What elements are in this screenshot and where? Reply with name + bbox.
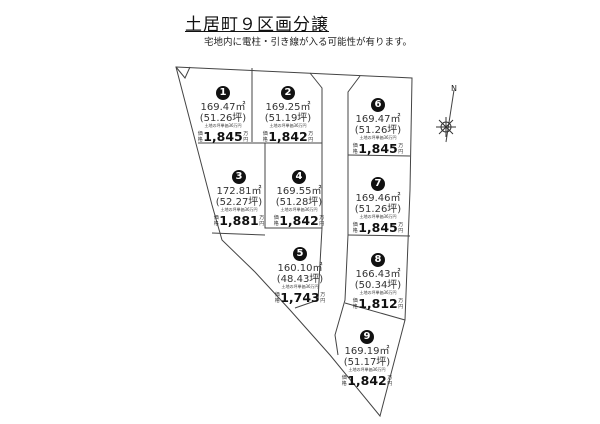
page-title: 土居町９区画分譲 <box>185 15 329 35</box>
lot-number: 4 <box>292 170 306 184</box>
north-label: N <box>451 84 457 93</box>
lot-price: 1,845 <box>203 129 243 145</box>
price-prefix: 価格 <box>213 214 219 227</box>
lot-tsubo: (51.28坪) <box>275 196 323 208</box>
lot-8-9-boundary <box>344 302 406 321</box>
lot-number: 9 <box>360 330 374 344</box>
lot-1[interactable]: 1 169.47㎡ (51.26坪) 土地の坪単価36万円 価格1,845万円 <box>183 82 263 145</box>
unit-price-note: 土地の坪単価36万円 <box>359 214 397 219</box>
lot-7[interactable]: 7 169.46㎡ (51.26坪) 土地の坪単価36万円 価格1,845万円 <box>338 173 418 236</box>
price-prefix: 価格 <box>197 130 203 143</box>
lot-area: 166.43㎡ <box>355 269 401 280</box>
lot-tsubo: (51.17坪) <box>343 356 391 368</box>
lot-number: 7 <box>371 177 385 191</box>
price-suffix: 万円 <box>398 221 404 234</box>
compass-icon <box>436 89 456 143</box>
price-prefix: 価格 <box>262 130 268 143</box>
lot-tsubo: (51.26坪) <box>354 124 402 136</box>
site-outline <box>175 66 413 418</box>
price-suffix: 万円 <box>320 291 326 304</box>
price-suffix: 万円 <box>259 214 265 227</box>
lot-area: 169.25㎡ <box>265 102 311 113</box>
lot-3-4-boundary <box>264 143 322 229</box>
lot-number: 3 <box>232 170 246 184</box>
lot-2[interactable]: 2 169.25㎡ (51.19坪) 土地の坪単価36万円 価格1,842万円 <box>248 82 328 145</box>
lot-tsubo: (48.43坪) <box>276 273 324 285</box>
lot-tsubo: (51.26坪) <box>354 203 402 215</box>
lot-price: 1,842 <box>347 373 387 389</box>
lot-area: 169.19㎡ <box>344 346 390 357</box>
price-prefix: 価格 <box>352 221 358 234</box>
lot-number: 1 <box>216 86 230 100</box>
lot-price: 1,845 <box>358 141 398 157</box>
lot-area: 169.47㎡ <box>200 102 246 113</box>
lot-3[interactable]: 3 172.81㎡ (52.27坪) 土地の坪単価36万円 価格1,881万円 <box>199 166 279 229</box>
price-suffix: 万円 <box>398 142 404 155</box>
lot-area: 169.55㎡ <box>276 186 322 197</box>
lot-3-5-boundary <box>211 232 266 236</box>
lot-area: 172.81㎡ <box>216 186 262 197</box>
lot-number: 5 <box>293 247 307 261</box>
lot-number: 8 <box>371 253 385 267</box>
price-prefix: 価格 <box>352 297 358 310</box>
road-left-edge <box>334 75 361 356</box>
price-suffix: 万円 <box>319 214 325 227</box>
price-suffix: 万円 <box>308 130 314 143</box>
unit-price-note: 土地の坪単価36万円 <box>359 290 397 295</box>
lot-price: 1,845 <box>358 220 398 236</box>
lot-number: 6 <box>371 98 385 112</box>
corner-mark <box>175 66 191 79</box>
utility-pole-note: 宅地内に電柱・引き線が入る可能性が有ります。 <box>204 37 413 48</box>
lot-price: 1,881 <box>219 213 259 229</box>
unit-price-note: 土地の坪単価36万円 <box>269 123 307 128</box>
unit-price-note: 土地の坪単価36万円 <box>204 123 242 128</box>
lot-tsubo: (50.34坪) <box>354 279 402 291</box>
price-suffix: 万円 <box>387 374 393 387</box>
lot-5[interactable]: 5 160.10㎡ (48.43坪) 土地の坪単価36万円 価格1,743万円 <box>260 243 340 306</box>
price-prefix: 価格 <box>273 214 279 227</box>
unit-price-note: 土地の坪単価36万円 <box>359 135 397 140</box>
price-prefix: 価格 <box>274 291 280 304</box>
lot-area: 160.10㎡ <box>277 263 323 274</box>
unit-price-note: 土地の坪単価36万円 <box>220 207 258 212</box>
lot-price: 1,812 <box>358 296 398 312</box>
price-prefix: 価格 <box>352 142 358 155</box>
lot-price: 1,743 <box>280 290 320 306</box>
lot-tsubo: (51.26坪) <box>199 112 247 124</box>
lot-tsubo: (52.27坪) <box>215 196 263 208</box>
lot-price: 1,842 <box>268 129 308 145</box>
lot-price: 1,842 <box>279 213 319 229</box>
lot-4[interactable]: 4 169.55㎡ (51.28坪) 土地の坪単価36万円 価格1,842万円 <box>259 166 339 229</box>
lot-6[interactable]: 6 169.47㎡ (51.26坪) 土地の坪単価36万円 価格1,845万円 <box>338 94 418 157</box>
lot-9[interactable]: 9 169.19㎡ (51.17坪) 土地の坪単価36万円 価格1,842万円 <box>327 326 407 389</box>
lot-area: 169.47㎡ <box>355 114 401 125</box>
lot-8[interactable]: 8 166.43㎡ (50.34坪) 土地の坪単価36万円 価格1,812万円 <box>338 249 418 312</box>
price-prefix: 価格 <box>341 374 347 387</box>
unit-price-note: 土地の坪単価36万円 <box>348 367 386 372</box>
lot-7-8-boundary <box>347 234 411 237</box>
price-suffix: 万円 <box>398 297 404 310</box>
lot-number: 2 <box>281 86 295 100</box>
unit-price-note: 土地の坪単価36万円 <box>280 207 318 212</box>
price-suffix: 万円 <box>243 130 249 143</box>
lot-area: 169.46㎡ <box>355 193 401 204</box>
lot-6-7-boundary <box>347 154 411 157</box>
lot-tsubo: (51.19坪) <box>264 112 312 124</box>
unit-price-note: 土地の坪単価36万円 <box>281 284 319 289</box>
